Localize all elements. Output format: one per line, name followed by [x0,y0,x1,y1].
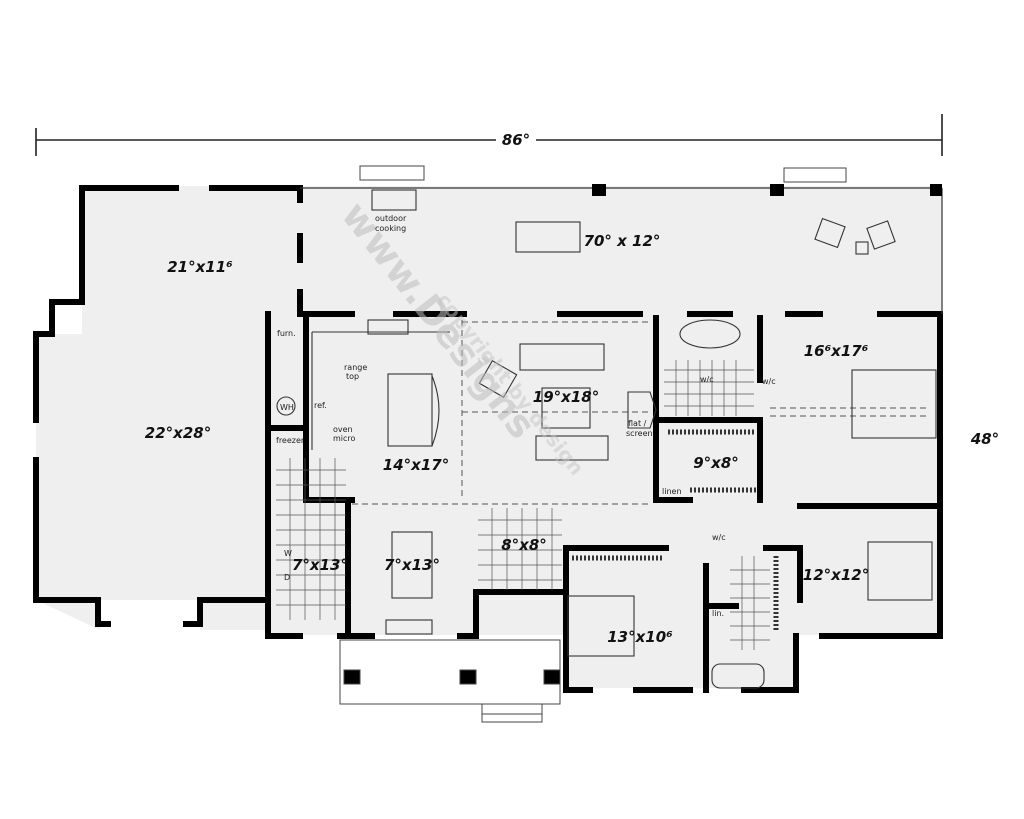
room-label-great-room: 19°x18° [533,388,599,406]
note-range: range [344,363,367,372]
note-freezer: freezer [276,436,305,445]
room-label-master-closet: 9°x8° [693,454,739,472]
front-porch [339,639,561,723]
note-wc: w/c [700,375,714,384]
overall-width-dimension: 86° [35,114,943,156]
porch-outline [300,165,943,314]
room-label-porch: 70° x 12° [584,232,661,250]
note-outdoor: outdoor [375,214,407,223]
note-micro: micro [333,434,356,443]
room-label-bedroom-2: 13°x10⁶ [607,628,673,646]
furniture [276,189,937,689]
note-wc-hall: w/c [712,533,726,542]
note-top: top [346,372,359,381]
floor-fill [36,186,942,688]
note-washer: W [284,549,292,558]
tile-floors [276,360,770,650]
overall-depth-label: 48° [970,430,999,448]
room-label-master: 16⁶x17⁶ [804,342,869,360]
annotations: outdoor cooking range top ref. oven micr… [276,214,776,618]
room-label-dining: 7°x13° [384,556,440,574]
note-screen: screen [626,429,653,438]
dashed-divisions [352,320,930,505]
note-flat: flat / [628,419,647,428]
note-linen-hall: lin. [712,609,724,618]
note-furnace: furn. [277,329,296,338]
note-linen: linen [662,487,682,496]
note-water-heater: WH [280,403,294,412]
room-label-kitchen: 14°x17° [383,456,449,474]
note-dryer: D [284,573,290,582]
room-label-garage: 22°x28° [145,424,211,442]
note-cooking: cooking [375,224,406,233]
note-wc-master: w/c [762,377,776,386]
overall-width-label: 86° [502,131,530,149]
note-oven: oven [333,425,353,434]
room-label-bedroom-3: 12°x12° [803,566,869,584]
room-labels: 21°x11⁶ 22°x28° 70° x 12° 14°x17° 19°x18… [145,232,869,646]
note-ref: ref. [314,401,327,410]
room-label-foyer: 8°x8° [501,536,547,554]
room-label-mudroom: 7°x13° [292,556,348,574]
room-label-garage-bay: 21°x11⁶ [167,258,233,276]
